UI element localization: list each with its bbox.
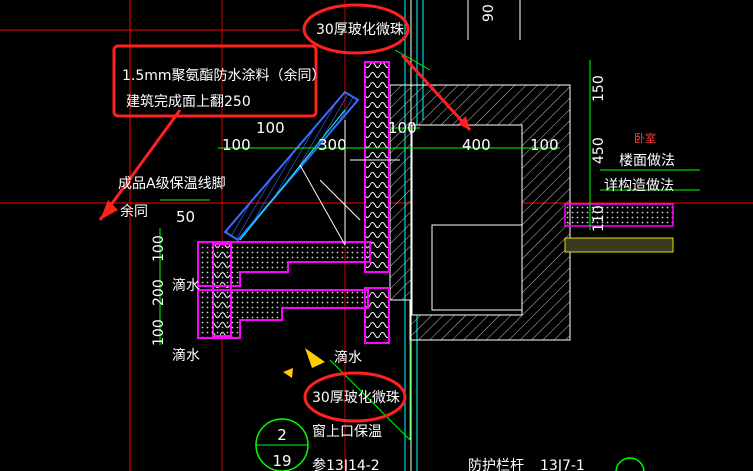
dim-300: 300: [318, 136, 347, 154]
top-insulation-label: 30厚玻化微珠: [316, 22, 404, 38]
red-highlights: [98, 3, 472, 423]
waterproof-label-line1: 1.5mm聚氨酯防水涂料（余同）: [122, 67, 326, 84]
vdim-450: 450: [591, 137, 607, 164]
floor-slab: [564, 203, 674, 253]
vdim-100-a: 100: [151, 235, 167, 262]
dim-100-left: 100: [222, 136, 251, 154]
room-tag: 卧室: [634, 131, 656, 145]
concrete-section: [389, 84, 571, 341]
dim-100-far: 100: [530, 136, 559, 154]
detail-method-label: 详构造做法: [604, 178, 674, 194]
vdim-150: 150: [591, 75, 607, 102]
drip-label-1: 滴水: [172, 277, 200, 294]
vdim-90: 90: [481, 4, 497, 22]
baseboard-label-line2: 余同: [120, 203, 148, 220]
vdim-200: 200: [151, 279, 167, 306]
dim-100-mid: 100: [256, 119, 285, 137]
baseboard-label-line1: 成品A级保温线脚: [118, 176, 226, 192]
bottom-insulation-label: 30厚玻化微珠: [312, 390, 400, 406]
reference-text: 参13J14-2: [312, 457, 380, 471]
arrow-head-left: [100, 200, 118, 220]
leader-arrow-left: [98, 109, 182, 221]
floor-method-label: 楼面做法: [619, 153, 675, 169]
dim-50: 50: [176, 208, 195, 226]
index-bottom: 19: [272, 452, 291, 470]
yellow-marker: [283, 368, 293, 378]
railing-reference: 13J7-1: [540, 458, 585, 471]
inclined-window: [223, 90, 400, 246]
sill-profile: [197, 241, 371, 339]
leader-arrow-right: [400, 53, 472, 132]
bottom-insulation-ellipse: [303, 371, 407, 423]
dim-100-right: 100: [388, 119, 417, 137]
index-symbol: 2 19: [255, 418, 309, 471]
vdim-110: 110: [591, 205, 607, 232]
drip-label-2: 滴水: [172, 347, 200, 364]
waterproof-label-line2: 建筑完成面上翻250: [126, 94, 251, 110]
drip-label-3: 滴水: [334, 349, 362, 366]
waterproof-highlight-box: [112, 44, 318, 118]
index-symbol-small: [615, 457, 645, 471]
index-top: 2: [277, 426, 287, 444]
railing-label: 防护栏杆: [468, 458, 524, 471]
window-insulation-label: 窗上口保温: [312, 423, 382, 440]
vdim-100-b: 100: [151, 319, 167, 346]
yellow-arrow: [305, 348, 325, 368]
dim-400: 400: [462, 136, 491, 154]
arrow-head-right: [458, 116, 470, 130]
top-insulation-ellipse: [302, 3, 410, 55]
